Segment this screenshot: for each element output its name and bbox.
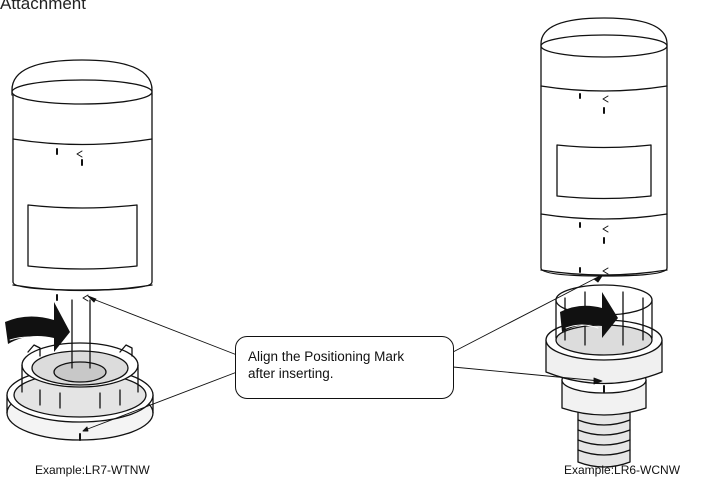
caption-left: Example:LR7-WTNW bbox=[35, 463, 150, 477]
caption-right: Example:LR6-WCNW bbox=[564, 463, 681, 477]
callout-box: Align the Positioning Mark after inserti… bbox=[235, 336, 454, 399]
callout-line-1: Align the Positioning Mark bbox=[248, 349, 405, 364]
section-heading: Attachment bbox=[0, 0, 86, 13]
leader-lines bbox=[82, 275, 603, 432]
rotate-arrow-icon bbox=[560, 292, 618, 338]
left-mounting-base bbox=[6, 299, 154, 441]
rotate-arrow-icon bbox=[5, 302, 70, 352]
right-signal-tower bbox=[540, 17, 668, 277]
callout-line-2: after inserting. bbox=[248, 366, 334, 381]
left-signal-tower bbox=[11, 59, 153, 302]
